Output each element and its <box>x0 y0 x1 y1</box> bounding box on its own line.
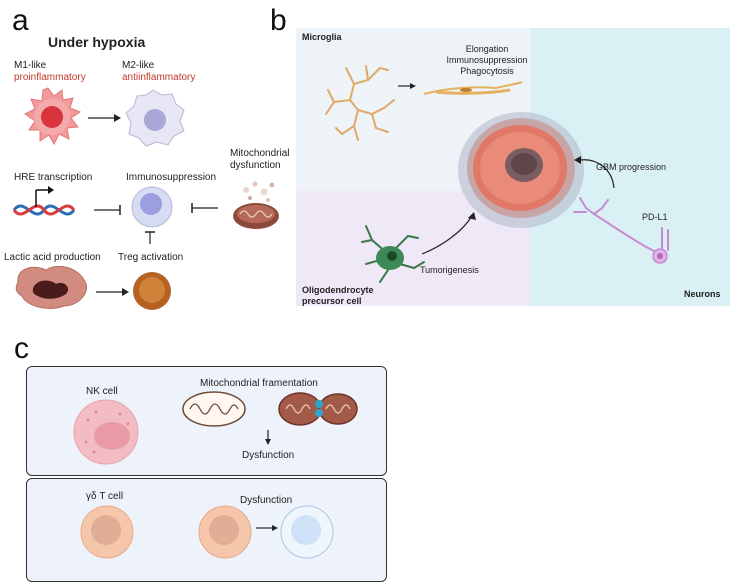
opc-cell-icon <box>361 225 425 283</box>
feature-elongation: Elongation <box>465 44 509 54</box>
mito-frag-label: Mitochondrial framentation <box>200 378 318 389</box>
panel-c-letter: c <box>14 332 29 365</box>
neurons-label: Neurons <box>684 289 721 299</box>
m2-macrophage-icon <box>125 89 185 147</box>
panel-a-title: Under hypoxia <box>48 34 146 50</box>
gdt-cell-label: γδ T cell <box>86 491 124 502</box>
microglia-cell-icon <box>325 65 395 141</box>
damaged-mitochondrion-icon <box>233 181 279 229</box>
gbm-progression-label: GBM progression <box>596 162 667 172</box>
treg-cell-icon <box>133 272 171 310</box>
healthy-mitochondrion-icon <box>182 391 246 427</box>
immune-cell-icon <box>131 186 173 228</box>
nk-cell-label: NK cell <box>86 386 118 397</box>
dysfunction-label-2: Dysfunction <box>240 495 293 506</box>
panel-a-letter: a <box>12 4 29 37</box>
m1-macrophage-icon <box>24 87 82 146</box>
m1-label: M1-like <box>14 60 47 71</box>
m1-sublabel: proinflammatory <box>14 72 86 83</box>
opc-label-2: precursor cell <box>302 296 362 306</box>
gbm-progression-arrow <box>579 159 615 189</box>
elongated-microglia-icon <box>423 81 523 95</box>
m2-label: M2-like <box>122 60 155 71</box>
mito-label-2: dysfunction <box>230 160 281 171</box>
mito-label-1: Mitochondrial <box>230 148 290 159</box>
m2-sublabel: antiinflammatory <box>122 72 196 83</box>
feature-immunosuppression: Immunosuppression <box>446 55 528 65</box>
opc-label-1: Oligodendrocyte <box>302 285 374 295</box>
feature-phagocytosis: Phagocytosis <box>460 66 514 76</box>
dysfunction-label-1: Dysfunction <box>242 450 295 461</box>
hre-label: HRE transcription <box>14 172 93 183</box>
lactic-label: Lactic acid production <box>4 252 101 263</box>
tumor-icon <box>458 112 584 228</box>
dna-icon <box>12 186 76 216</box>
microglia-label: Microglia <box>302 32 342 42</box>
microglia-features: Elongation Immunosuppression Phagocytosi… <box>432 44 542 77</box>
panel-b-graphics <box>325 65 669 283</box>
tumor-cell-lactic-icon <box>15 265 87 309</box>
gdt-cell-icon <box>80 505 134 559</box>
gdt-cell-before-icon <box>198 505 252 559</box>
pdl1-label: PD-L1 <box>642 212 668 222</box>
treg-label: Treg activation <box>118 252 184 263</box>
tumorigenesis-label: Tumorigenesis <box>420 265 479 275</box>
immuno-label: Immunosuppression <box>126 172 217 183</box>
nk-cell-icon <box>73 399 139 465</box>
fragmenting-mitochondrion-icon <box>278 392 358 426</box>
tumorigenesis-arrow <box>421 215 473 255</box>
gdt-cell-dysfunctional-icon <box>280 505 334 559</box>
panel-b-letter: b <box>270 4 287 37</box>
panel-a-graphics <box>12 87 279 310</box>
